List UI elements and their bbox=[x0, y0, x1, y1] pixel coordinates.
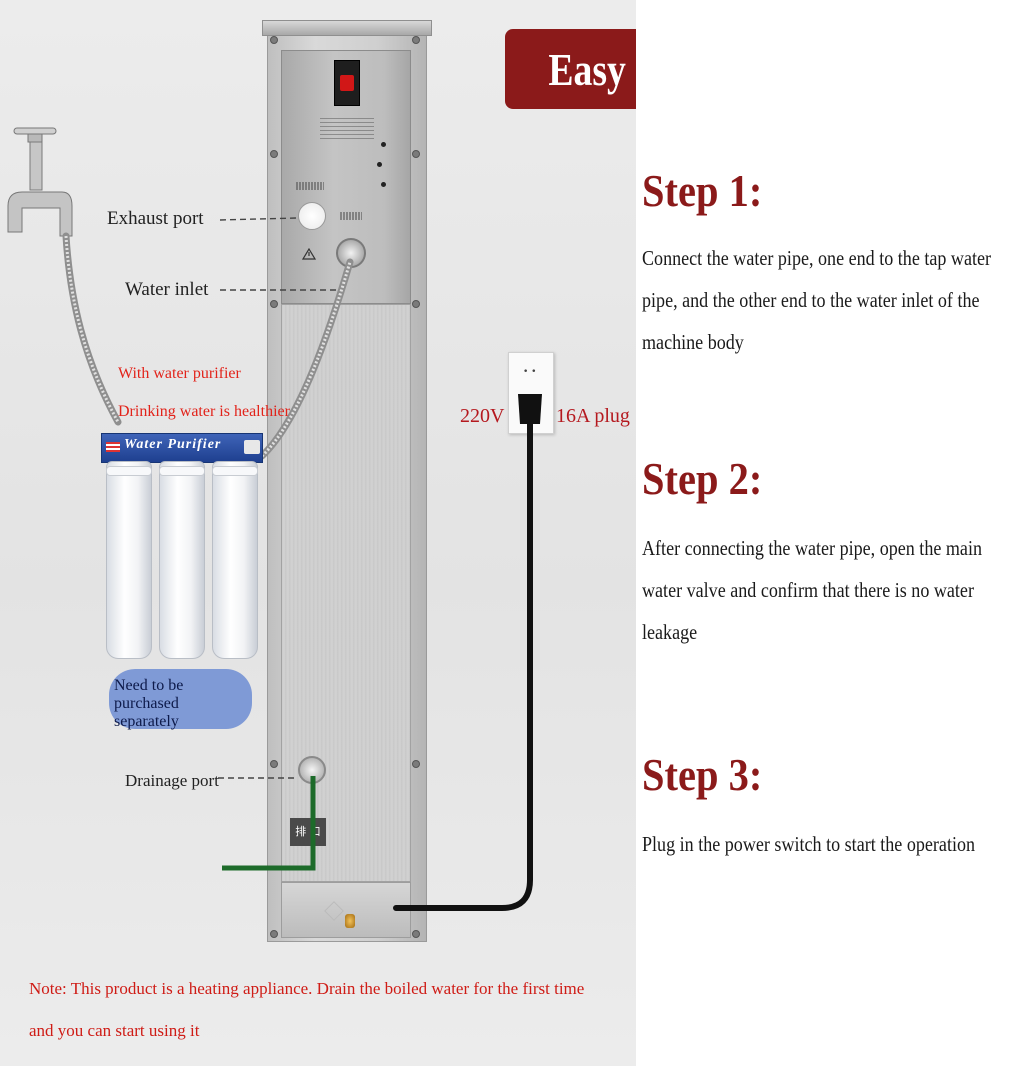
filter-ring bbox=[212, 466, 258, 476]
exhaust-leader-line bbox=[219, 217, 297, 221]
faucet-icon bbox=[7, 127, 73, 237]
purifier-badge-icon bbox=[244, 440, 260, 454]
step-2-body: After connecting the water pipe, open th… bbox=[642, 536, 983, 644]
step-3-heading: Step 3: bbox=[642, 749, 763, 800]
purchase-line2: separately bbox=[114, 713, 179, 730]
socket-holes-icon: • • bbox=[523, 367, 537, 377]
tap-hose-braid bbox=[64, 235, 120, 423]
step-3-body: Plug in the power switch to start the op… bbox=[642, 832, 976, 856]
installation-illustration: 排 口 • • Water Purifier bbox=[0, 0, 636, 1066]
inlet-caption bbox=[340, 212, 362, 220]
screw-icon bbox=[270, 150, 278, 158]
step-1-body: Connect the water pipe, one end to the t… bbox=[642, 246, 992, 354]
screw-icon bbox=[270, 760, 278, 768]
filter-ring bbox=[159, 466, 205, 476]
exhaust-port-label: Exhaust port bbox=[107, 208, 204, 229]
pipes-and-cables bbox=[7, 127, 542, 911]
power-plug-icon bbox=[518, 394, 542, 424]
warning-icon bbox=[302, 248, 316, 260]
plug-label: 16A plug bbox=[556, 405, 630, 427]
voltage-label: 220V bbox=[460, 405, 505, 427]
screw-icon bbox=[270, 930, 278, 938]
purifier-note-line2: Drinking water is healthier bbox=[118, 403, 290, 420]
exhaust-caption bbox=[296, 182, 324, 190]
heating-note-line2: and you can start using it bbox=[29, 1021, 200, 1040]
drain-pipe bbox=[222, 776, 316, 871]
filter-canister-icon bbox=[212, 461, 258, 659]
power-switch-icon bbox=[334, 60, 360, 106]
step-1-heading: Step 1: bbox=[642, 165, 763, 216]
drainage-port-label: Drainage port bbox=[125, 771, 219, 790]
panel-caption bbox=[320, 118, 374, 142]
indicator-light-icon bbox=[381, 142, 386, 147]
water-purifier-header: Water Purifier bbox=[101, 433, 263, 463]
purchase-line1: Need to be purchased bbox=[114, 677, 184, 712]
purchase-separately-badge: Need to be purchased separately bbox=[109, 669, 252, 730]
power-rocker-icon bbox=[340, 75, 354, 91]
water-inlet-label: Water inlet bbox=[125, 279, 209, 300]
exhaust-port-icon bbox=[298, 202, 326, 230]
power-cable bbox=[393, 411, 533, 911]
indicator-light-icon bbox=[377, 162, 382, 167]
screw-icon bbox=[270, 36, 278, 44]
instructions-panel: Step 1: Connect the water pipe, one end … bbox=[636, 0, 1024, 1066]
filter-canister-icon bbox=[159, 461, 205, 659]
machine-base bbox=[281, 882, 411, 938]
purifier-note-line1: With water purifier bbox=[118, 365, 241, 382]
inlet-hose-braid bbox=[260, 261, 352, 458]
step-2-heading: Step 2: bbox=[642, 453, 763, 504]
machine-top-cap bbox=[262, 20, 432, 36]
drain-label: 排 口 bbox=[290, 818, 326, 846]
filter-ring bbox=[106, 466, 152, 476]
tap-hose bbox=[62, 232, 122, 426]
inlet-hose bbox=[258, 258, 354, 460]
screw-icon bbox=[412, 760, 420, 768]
purifier-brand-label: Water Purifier bbox=[124, 437, 222, 452]
screw-icon bbox=[270, 300, 278, 308]
heating-note-line1: Note: This product is a heating applianc… bbox=[29, 979, 585, 998]
screw-icon bbox=[412, 36, 420, 44]
screw-icon bbox=[412, 930, 420, 938]
screw-icon bbox=[412, 300, 420, 308]
screw-icon bbox=[412, 150, 420, 158]
indicator-light-icon bbox=[381, 182, 386, 187]
flag-icon bbox=[106, 442, 120, 452]
filter-canister-icon bbox=[106, 461, 152, 659]
brass-valve-icon bbox=[345, 914, 355, 928]
